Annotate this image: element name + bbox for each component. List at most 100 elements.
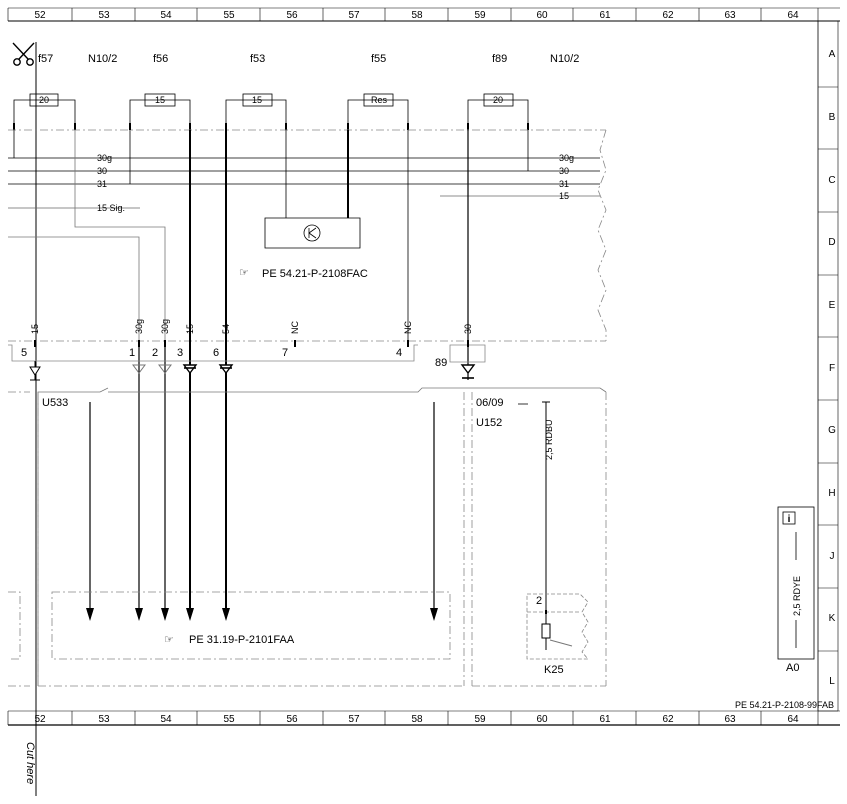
row-label: J [830, 551, 835, 562]
row-label: E [829, 300, 836, 311]
row-label: K [829, 613, 836, 624]
reference-module: ☞ PE 54.21-P-2108FAC [239, 267, 368, 280]
reference-link: PE 31.19-P-2101FAA [189, 634, 295, 646]
connector-signals: 15 30g 30g 15 54 NC NC 30 [30, 319, 473, 334]
signal-label: 54 [221, 324, 231, 334]
col-label: 59 [474, 714, 486, 725]
pin-number: 3 [177, 347, 183, 359]
connector-strip [8, 344, 486, 363]
col-label: 64 [787, 10, 799, 21]
fuse-rating: 20 [493, 95, 503, 105]
fuse-f57 [13, 93, 76, 124]
col-label: 55 [223, 714, 235, 725]
wire-label-rdbu: 2,5 RDBU [544, 419, 554, 460]
wire-label-rdye: 2,5 RDYE [792, 576, 802, 616]
fuse-rating: 15 [155, 95, 165, 105]
fuse-f53 [225, 93, 287, 124]
connector-pins [34, 340, 469, 347]
row-label: G [828, 425, 836, 436]
bus-labels: 30g 30 31 15 Sig. 30g 30 31 15 [97, 153, 574, 213]
col-label: 60 [536, 10, 548, 21]
box-label-a0: A0 [786, 662, 799, 674]
pin-number: 89 [435, 357, 447, 369]
signal-label: 30 [463, 324, 473, 334]
transistor-module [264, 130, 361, 249]
row-label: F [829, 363, 835, 374]
row-label: H [828, 488, 835, 499]
bus-label: 30 [559, 166, 569, 176]
bus-label: 30g [97, 153, 112, 163]
document-id: PE 54.21-P-2108-99FAB [735, 700, 834, 710]
fuse-label: f53 [250, 53, 265, 65]
pin-number: 4 [396, 347, 402, 359]
fuse-label: f57 [38, 53, 53, 65]
fuse-box-outline [8, 129, 607, 342]
pin-number: 1 [129, 347, 135, 359]
row-label: L [829, 676, 835, 687]
relay-k25 [526, 593, 589, 660]
col-label: 63 [724, 714, 736, 725]
fuse-rating: Res [371, 95, 388, 105]
fuse-label: N10/2 [550, 53, 579, 65]
module-date: 06/09 [476, 397, 504, 409]
signal-label: 30g [134, 319, 144, 334]
col-label: 64 [787, 714, 799, 725]
relay-pin: 2 [536, 595, 542, 607]
main-wires [89, 130, 469, 612]
fuse-group [13, 93, 529, 124]
fuse-labels: f57 N10/2 f56 f53 f55 f89 N10/2 [38, 53, 579, 65]
wire-arrows [86, 608, 438, 621]
bus-label: 30 [97, 166, 107, 176]
reference-link: PE 54.21-P-2108FAC [262, 268, 368, 280]
col-label: 63 [724, 10, 736, 21]
signal-label: 30g [160, 319, 170, 334]
col-label: 62 [662, 10, 674, 21]
fuse-f55 [347, 93, 409, 124]
pin-number: 5 [21, 347, 27, 359]
col-label: 54 [160, 10, 172, 21]
signal-label: NC [403, 321, 413, 334]
info-icon: i [788, 514, 791, 525]
row-label: A [829, 49, 836, 60]
fuse-rating: 15 [252, 95, 262, 105]
fuse-label: f56 [153, 53, 168, 65]
col-label: 52 [34, 10, 46, 21]
bus-label: 15 Sig. [97, 203, 125, 213]
module-outlines [8, 387, 607, 687]
col-label: 57 [348, 714, 360, 725]
col-label: 56 [286, 10, 298, 21]
col-label: 56 [286, 714, 298, 725]
col-label: 62 [662, 714, 674, 725]
fuse-f56 [129, 93, 191, 124]
fuse-label: f55 [371, 53, 386, 65]
pin-number: 2 [152, 347, 158, 359]
fuse-label: N10/2 [88, 53, 117, 65]
info-box-a0 [777, 506, 815, 660]
fuse-rating: 20 [39, 95, 49, 105]
col-label: 61 [599, 714, 611, 725]
pin-number: 7 [282, 347, 288, 359]
col-label: 53 [98, 714, 110, 725]
relay-coil [541, 610, 573, 650]
signal-label: NC [290, 321, 300, 334]
col-label: 58 [411, 10, 423, 21]
row-label: D [828, 237, 835, 248]
row-label: B [829, 112, 836, 123]
col-label: 57 [348, 10, 360, 21]
module-u152: U152 [476, 417, 502, 429]
fuse-f89 [467, 93, 529, 124]
bus-label: 31 [559, 179, 569, 189]
col-label: 59 [474, 10, 486, 21]
col-label: 54 [160, 714, 172, 725]
column-labels-bottom: 52 53 54 55 56 57 58 59 60 61 62 63 64 [34, 714, 799, 725]
module-labels: U533 06/09 U152 [42, 397, 504, 429]
rdbu-wire [542, 401, 550, 612]
row-label: C [828, 175, 835, 186]
col-label: 52 [34, 714, 46, 725]
hand-pointer-icon: ☞ [239, 267, 249, 279]
relay-label: K25 [544, 664, 564, 676]
row-ticks [818, 20, 838, 712]
col-label: 61 [599, 10, 611, 21]
col-label: 60 [536, 714, 548, 725]
